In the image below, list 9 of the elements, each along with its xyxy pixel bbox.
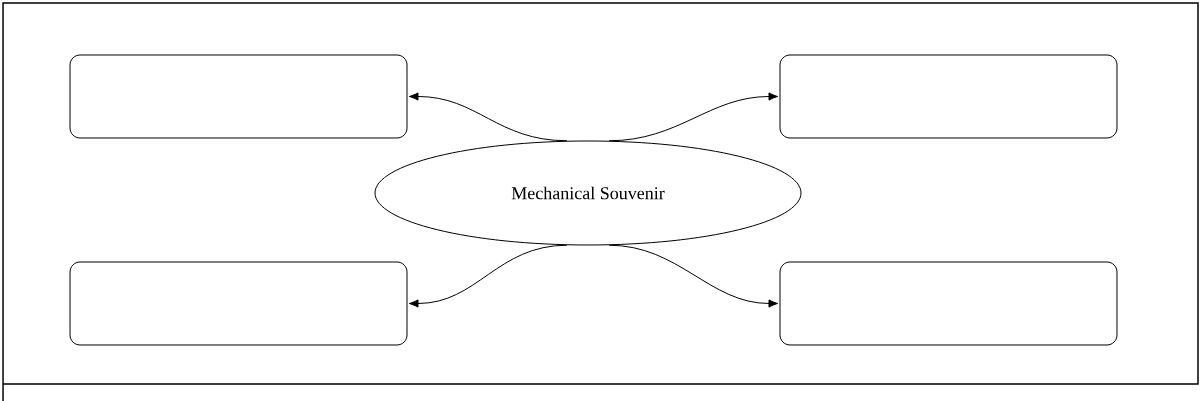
- arrow: [608, 244, 779, 308]
- rounded-box: [69, 261, 408, 346]
- arrow: [408, 92, 568, 142]
- rounded-box: [779, 54, 1118, 139]
- arrow: [608, 92, 779, 142]
- rounded-box: [69, 54, 408, 139]
- ellipse-node: Mechanical Souvenir: [374, 140, 802, 246]
- arrow: [408, 244, 568, 308]
- rounded-box: [779, 261, 1118, 346]
